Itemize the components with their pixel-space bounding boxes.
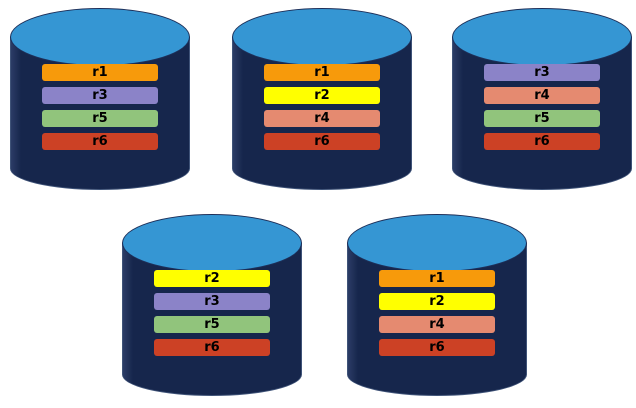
replica-label-r5: r5 xyxy=(204,317,220,332)
replica-bar-r6[interactable]: r6 xyxy=(484,133,600,150)
node-top-disc-1 xyxy=(10,8,190,66)
replica-label-r6: r6 xyxy=(534,134,550,149)
replica-bar-r2[interactable]: r2 xyxy=(264,87,380,104)
replica-label-r1: r1 xyxy=(314,65,330,80)
replica-label-r6: r6 xyxy=(92,134,108,149)
replica-bar-r6[interactable]: r6 xyxy=(154,339,270,356)
replica-bar-r5[interactable]: r5 xyxy=(42,110,158,127)
replica-label-r4: r4 xyxy=(429,317,445,332)
replica-stack-5: r1 r2 r4 r6 xyxy=(379,270,495,356)
node-body-highlight-1 xyxy=(11,38,21,189)
replica-bar-r4[interactable]: r4 xyxy=(379,316,495,333)
replica-bar-r3[interactable]: r3 xyxy=(484,64,600,81)
replica-label-r3: r3 xyxy=(204,294,220,309)
node-cylinder-2[interactable]: Node 2r1r2r4r6 xyxy=(232,8,412,190)
replica-bar-r6[interactable]: r6 xyxy=(42,133,158,150)
replica-bar-r3[interactable]: r3 xyxy=(42,87,158,104)
replica-label-r5: r5 xyxy=(92,111,108,126)
replica-stack-1: r1 r3 r5 r6 xyxy=(42,64,158,150)
replica-bar-r5[interactable]: r5 xyxy=(484,110,600,127)
replica-label-r2: r2 xyxy=(204,271,220,286)
replica-bar-r1[interactable]: r1 xyxy=(379,270,495,287)
replica-bar-r1[interactable]: r1 xyxy=(42,64,158,81)
node-body-highlight-5 xyxy=(348,244,358,395)
node-cylinder-1[interactable]: Node 1r1r3r5r6 xyxy=(10,8,190,190)
replica-stack-4: r2 r3 r5 r6 xyxy=(154,270,270,356)
replica-bar-r1[interactable]: r1 xyxy=(264,64,380,81)
node-top-disc-3 xyxy=(452,8,632,66)
replica-bar-r6[interactable]: r6 xyxy=(264,133,380,150)
replica-label-r1: r1 xyxy=(92,65,108,80)
node-top-disc-4 xyxy=(122,214,302,272)
replica-label-r4: r4 xyxy=(534,88,550,103)
node-body-highlight-2 xyxy=(233,38,243,189)
node-top-disc-5 xyxy=(347,214,527,272)
replica-bar-r2[interactable]: r2 xyxy=(154,270,270,287)
replica-label-r3: r3 xyxy=(92,88,108,103)
node-cylinder-3[interactable]: Node 3r3r4r5r6 xyxy=(452,8,632,190)
node-top-disc-2 xyxy=(232,8,412,66)
replica-bar-r2[interactable]: r2 xyxy=(379,293,495,310)
replica-bar-r3[interactable]: r3 xyxy=(154,293,270,310)
replica-label-r6: r6 xyxy=(314,134,330,149)
replica-label-r2: r2 xyxy=(429,294,445,309)
replica-label-r6: r6 xyxy=(429,340,445,355)
node-cylinder-5[interactable]: Node 5r1r2r4r6 xyxy=(347,214,527,396)
replica-label-r6: r6 xyxy=(204,340,220,355)
node-cylinder-4[interactable]: Node 4r2r3r5r6 xyxy=(122,214,302,396)
replica-label-r2: r2 xyxy=(314,88,330,103)
replica-bar-r5[interactable]: r5 xyxy=(154,316,270,333)
replica-bar-r6[interactable]: r6 xyxy=(379,339,495,356)
replica-label-r4: r4 xyxy=(314,111,330,126)
replica-bar-r4[interactable]: r4 xyxy=(484,87,600,104)
replica-stack-2: r1 r2 r4 r6 xyxy=(264,64,380,150)
node-body-highlight-4 xyxy=(123,244,133,395)
replica-label-r5: r5 xyxy=(534,111,550,126)
replica-label-r1: r1 xyxy=(429,271,445,286)
node-body-highlight-3 xyxy=(453,38,463,189)
replica-stack-3: r3 r4 r5 r6 xyxy=(484,64,600,150)
replica-label-r3: r3 xyxy=(534,65,550,80)
replica-bar-r4[interactable]: r4 xyxy=(264,110,380,127)
